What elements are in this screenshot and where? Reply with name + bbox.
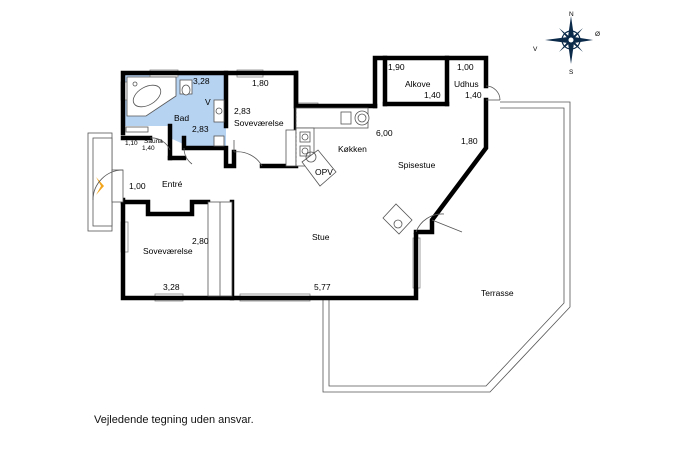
opv-unit (301, 149, 337, 187)
label-kokken: Køkken (338, 144, 367, 154)
room-labels: Bad 3,28 2,83 V 1,80 2,83 Soveværelse 1,… (125, 62, 514, 298)
label-opv: OPV (315, 167, 333, 177)
label-spisestue: Spisestue (398, 160, 436, 170)
compass-west: V (533, 46, 538, 53)
compass-south: S (569, 69, 574, 76)
dim-spisestue: 1,80 (461, 136, 478, 146)
disclaimer-text: Vejledende tegning uden ansvar. (94, 414, 254, 426)
fixture-v: V (205, 97, 211, 107)
entrance-arrow-icon (96, 177, 104, 195)
dim-stue: 5,77 (314, 282, 331, 292)
dim-udhus-height: 1,40 (465, 90, 482, 100)
dim-bad-height: 2,83 (192, 124, 209, 134)
dim-sovevaerelse-top-height: 2,83 (234, 106, 251, 116)
dim-udhus-width: 1,00 (457, 62, 474, 72)
dim-sovevaerelse-bottom-height: 2,80 (192, 236, 209, 246)
label-sauna: Sauna (144, 138, 163, 145)
label-udhus: Udhus (454, 79, 479, 89)
label-entre: Entré (162, 179, 183, 189)
dim-sauna-height: 1,40 (142, 145, 155, 152)
label-bad: Bad (174, 113, 189, 123)
label-alkove: Alkove (405, 79, 431, 89)
dim-sovevaerelse-bottom-width: 3,28 (163, 282, 180, 292)
dim-kokken: 6,00 (376, 128, 393, 138)
bathroom-fixtures (125, 76, 225, 147)
fireplace-stove (382, 203, 413, 235)
front-door-swing (92, 169, 124, 201)
terrace-outline (322, 101, 571, 393)
label-sovevaerelse-bottom: Soveværelse (143, 246, 193, 256)
dim-alkove-height: 1,40 (424, 90, 441, 100)
dim-alkove-width: 1,90 (388, 62, 405, 72)
door-swings (149, 85, 501, 233)
front-door (111, 169, 124, 203)
compass-icon: N S V Ø (533, 11, 600, 76)
entrance-steps (87, 132, 113, 232)
dim-bad-width: 3,28 (193, 76, 210, 86)
dim-entre: 1,00 (129, 181, 146, 191)
label-stue: Stue (312, 232, 330, 242)
dim-sovevaerelse-top-width: 1,80 (252, 78, 269, 88)
label-terrasse: Terrasse (481, 288, 514, 298)
dim-sauna-width: 1,10 (125, 140, 138, 147)
compass-east: Ø (595, 31, 600, 38)
compass-north: N (569, 11, 574, 18)
kitchen-counter (295, 107, 370, 167)
label-sovevaerelse-top: Soveværelse (234, 118, 284, 128)
wardrobes (207, 129, 297, 297)
